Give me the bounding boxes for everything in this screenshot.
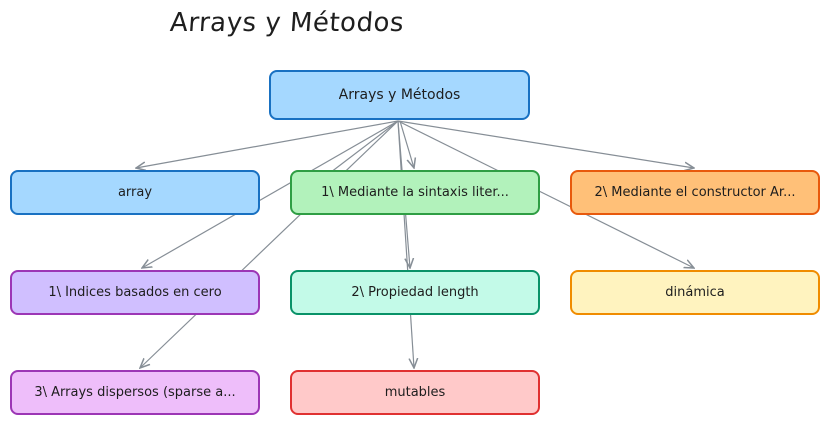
- root-node[interactable]: Arrays y Métodos: [269, 70, 530, 120]
- edge-root-dispersos: [140, 120, 399, 368]
- edge-root-constructor: [397, 120, 694, 168]
- node-zero-based-indices[interactable]: 1\ Índices basados en cero: [10, 270, 260, 315]
- edge-root-length-2: [399, 120, 414, 168]
- edge-root-mutables: [397, 120, 414, 368]
- node-array[interactable]: array: [10, 170, 260, 215]
- node-constructor[interactable]: 2\ Mediante el constructor Ar...: [570, 170, 820, 215]
- edge-root-dinamica: [397, 120, 694, 268]
- edge-root-indices: [142, 120, 399, 268]
- node-length-property[interactable]: 2\ Propiedad length: [290, 270, 540, 315]
- node-sparse-arrays[interactable]: 3\ Arrays dispersos (sparse a...: [10, 370, 260, 415]
- node-dynamic[interactable]: dinámica: [570, 270, 820, 315]
- edge-root-array: [136, 120, 399, 168]
- node-literal-syntax[interactable]: 1\ Mediante la sintaxis liter...: [290, 170, 540, 215]
- node-mutable[interactable]: mutables: [290, 370, 540, 415]
